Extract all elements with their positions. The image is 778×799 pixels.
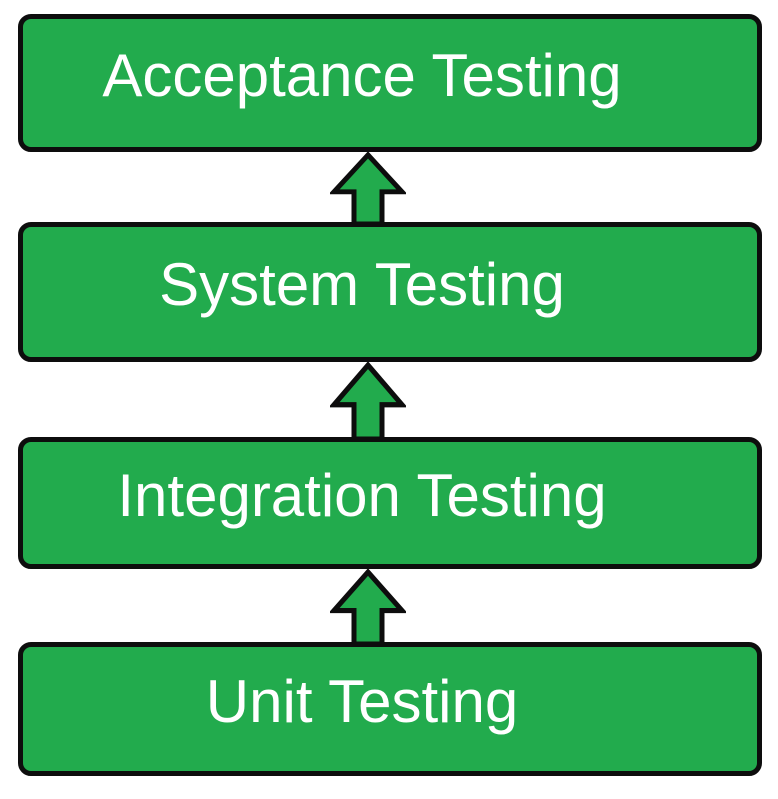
flow-connector-row: [18, 362, 762, 437]
level-box-acceptance-testing: Acceptance Testing: [18, 14, 762, 152]
level-box-integration-testing: Integration Testing: [18, 437, 762, 569]
level-label-acceptance-testing: Acceptance Testing: [102, 42, 622, 109]
level-label-integration-testing: Integration Testing: [117, 462, 607, 529]
level-label-system-testing: System Testing: [159, 251, 565, 318]
up-arrow-icon: [330, 569, 406, 642]
up-arrow-icon: [330, 362, 406, 437]
flow-connector-row: [18, 152, 762, 222]
level-box-system-testing: System Testing: [18, 222, 762, 362]
level-box-unit-testing: Unit Testing: [18, 642, 762, 776]
level-label-unit-testing: Unit Testing: [205, 668, 519, 735]
flow-connector-row: [18, 569, 762, 642]
up-arrow-icon: [330, 152, 406, 222]
